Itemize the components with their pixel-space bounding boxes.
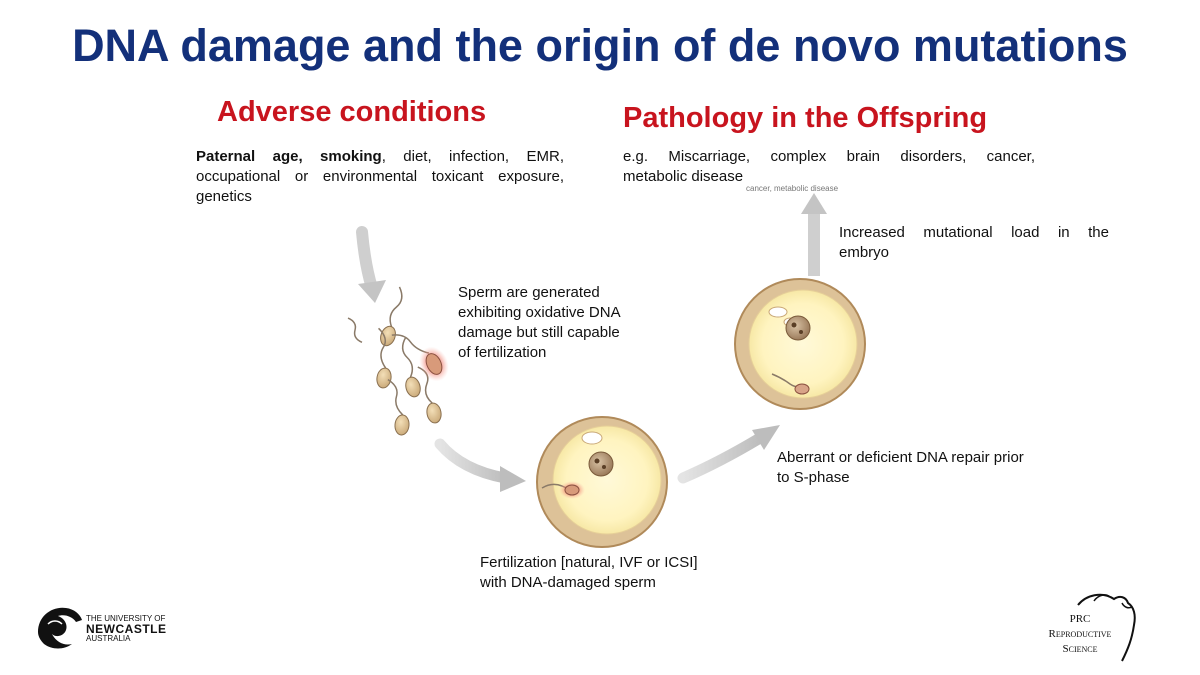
fert-line-1: Fertilization [natural, IVF or ICSI]	[480, 554, 698, 571]
damaged-sperm-cell	[391, 334, 449, 382]
university-logo-text: THE UNIVERSITY OF NEWCASTLE AUSTRALIA	[86, 614, 167, 644]
adverse-conditions-heading: Adverse conditions	[217, 96, 487, 128]
adverse-conditions-text: Paternal age, smoking, diet, infection, …	[196, 147, 564, 207]
prc-line-2: Reproductive	[1048, 628, 1112, 640]
causes-line-1: Paternal age, smoking, diet, infection, …	[196, 148, 564, 165]
page-title: DNA damage and the origin of de novo mut…	[72, 20, 1128, 71]
prc-line-1: PRC	[1069, 613, 1091, 625]
fertilization-caption: Fertilization [natural, IVF or ICSI] wit…	[480, 553, 740, 593]
dna-repair-caption: Aberrant or deficient DNA repair prior t…	[777, 448, 1067, 488]
sperm-cluster	[347, 286, 449, 436]
arrow-conditions-to-sperm	[356, 226, 386, 303]
zygote	[734, 278, 866, 410]
arrow-sperm-to-egg	[434, 438, 526, 492]
repair-line-1: Aberrant or deficient DNA repair prior	[777, 449, 1024, 466]
repair-line-2: to S-phase	[777, 469, 850, 486]
sperm-cell	[347, 317, 363, 344]
uon-line-3: AUSTRALIA	[86, 634, 131, 643]
mutational-line-1: Increased mutational load in the	[839, 224, 1109, 241]
arrow-egg-to-zygote	[677, 425, 780, 484]
prc-line-3: Science	[1062, 643, 1098, 655]
sperm-line-2: exhibiting oxidative DNA	[458, 304, 621, 321]
fertilized-egg	[536, 416, 668, 548]
fert-line-2: with DNA-damaged sperm	[480, 574, 656, 591]
mutational-load-caption: Increased mutational load in the embryo	[839, 223, 1109, 263]
sperm-line-4: of fertilization	[458, 344, 547, 361]
causes-line-2: occupational or environmental toxicant e…	[196, 168, 564, 185]
outcomes-line-2: metabolic disease	[623, 168, 744, 185]
university-logo-icon	[38, 607, 82, 649]
prc-logo-icon	[1077, 593, 1136, 662]
pathology-text: e.g. Miscarriage, complex brain disorder…	[623, 147, 1035, 187]
sperm-cell	[387, 378, 410, 436]
prc-logo-text: PRC Reproductive Science	[1030, 612, 1130, 657]
causes-bold: Paternal age, smoking	[196, 148, 382, 165]
uon-line-1: THE UNIVERSITY OF	[86, 614, 166, 623]
sperm-line-1: Sperm are generated	[458, 284, 600, 301]
pathology-heading: Pathology in the Offspring	[623, 102, 988, 134]
arrow-zygote-to-pathology	[801, 193, 827, 276]
mutational-line-2: embryo	[839, 244, 890, 261]
sperm-cell	[401, 336, 421, 398]
sperm-cell	[376, 327, 392, 389]
outcomes-line-1: e.g. Miscarriage, complex brain disorder…	[623, 148, 1035, 165]
causes-line-3: genetics	[196, 188, 252, 205]
faint-background-label: cancer, metabolic disease	[746, 184, 839, 193]
uon-line-2: NEWCASTLE	[86, 622, 167, 636]
sperm-caption: Sperm are generated exhibiting oxidative…	[458, 283, 648, 363]
sperm-line-3: damage but still capable	[458, 324, 620, 341]
